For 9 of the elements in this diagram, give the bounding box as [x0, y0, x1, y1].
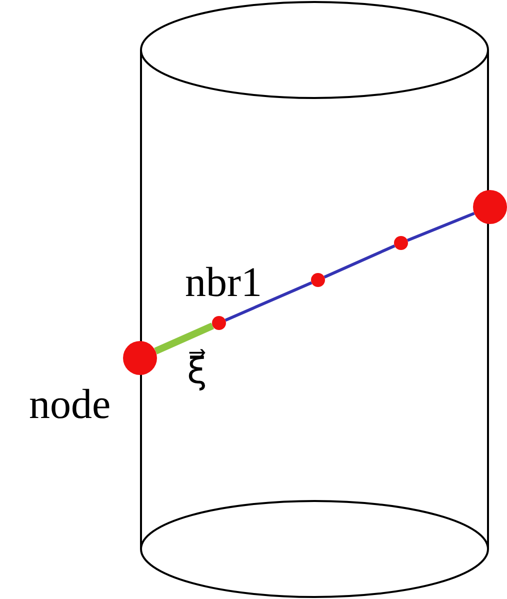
point-label: node	[29, 384, 111, 426]
line-segment	[154, 322, 214, 354]
line-segment	[406, 212, 475, 242]
point-marker	[311, 273, 325, 287]
line-segment	[224, 281, 312, 322]
point-marker	[394, 236, 408, 250]
point-marker	[473, 190, 507, 224]
point-label: nbr1	[185, 262, 262, 304]
line-segment	[324, 244, 396, 279]
